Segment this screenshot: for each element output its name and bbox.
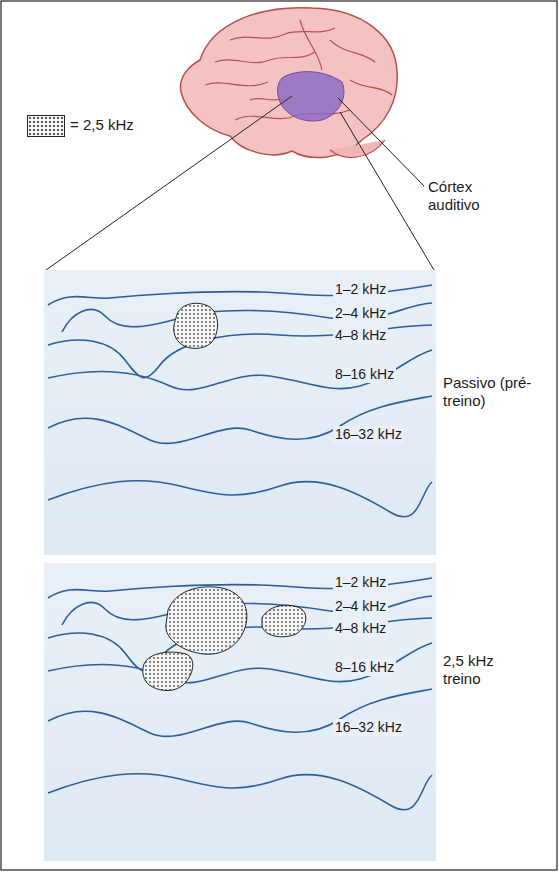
map-panel	[44, 270, 436, 555]
frequency-label: 2–4 kHz	[333, 305, 388, 322]
brain	[180, 8, 397, 158]
frequency-boundaries	[48, 285, 432, 517]
legend-swatch	[27, 115, 65, 137]
frequency-label: 8–16 kHz	[333, 366, 396, 383]
map-panel	[44, 563, 436, 861]
response-area	[143, 303, 306, 690]
frequency-label: 2–4 kHz	[333, 598, 388, 615]
frequency-label: 16–32 kHz	[333, 426, 404, 443]
condition-label: 2,5 kHz treino	[443, 652, 523, 688]
projection-line	[46, 96, 292, 270]
legend-text: = 2,5 kHz	[70, 116, 134, 133]
frequency-label: 1–2 kHz	[333, 574, 388, 591]
frequency-label: 16–32 kHz	[333, 719, 404, 736]
frequency-boundaries	[48, 578, 432, 810]
leader-line	[338, 98, 424, 186]
region-label: Córtex auditivo	[428, 178, 503, 214]
condition-label: Passivo (pré-treino)	[443, 374, 553, 410]
frequency-label: 8–16 kHz	[333, 659, 396, 676]
projection-line	[340, 112, 434, 270]
frequency-label: 1–2 kHz	[333, 281, 388, 298]
frequency-label: 4–8 kHz	[333, 620, 388, 637]
frequency-label: 4–8 kHz	[333, 327, 388, 344]
